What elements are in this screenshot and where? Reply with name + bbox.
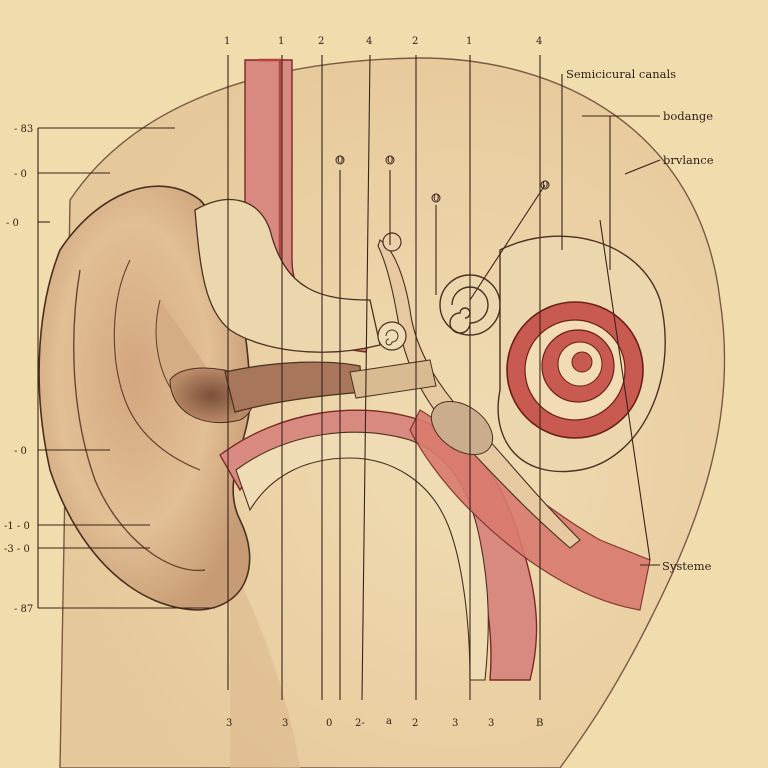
small-spiral-middle-curl <box>385 329 399 346</box>
left-label-3: - 0 <box>6 218 19 229</box>
label-bodange: bodange <box>663 109 713 123</box>
inner-markers <box>335 155 550 203</box>
lower-bone-arch <box>235 431 489 681</box>
left-label-4: - 0 <box>14 446 27 457</box>
bottom-label-2: 3 <box>282 718 288 729</box>
top-label-1: 1 <box>224 36 230 47</box>
top-label-7: 4 <box>536 36 542 47</box>
bottom-label-9: B <box>536 718 543 729</box>
small-ossicle-knob <box>382 232 402 252</box>
inner-label-3: 0 <box>433 193 439 204</box>
label-systeme: Systeme <box>662 559 712 573</box>
top-label-3: 2 <box>318 36 324 47</box>
right-leader-lines <box>561 74 661 566</box>
temporal-bone-upper <box>194 198 381 353</box>
left-label-2: - 0 <box>14 169 27 180</box>
inner-label-4: 0 <box>542 180 548 191</box>
inner-label-2: 0 <box>387 155 393 166</box>
top-leader-lines <box>227 54 546 701</box>
bottom-label-7: 3 <box>452 718 458 729</box>
bottom-label-4: 2- <box>355 718 365 729</box>
bottom-label-3: 0 <box>326 718 332 729</box>
left-label-6: -3 - 0 <box>4 544 30 555</box>
left-leader-lines <box>37 127 215 609</box>
cochlea-center <box>571 351 593 373</box>
bottom-label-8: 3 <box>488 718 494 729</box>
left-label-5: -1 - 0 <box>4 521 30 532</box>
bottom-label-6: 2 <box>412 718 418 729</box>
top-label-4: 4 <box>366 36 372 47</box>
top-label-6: 1 <box>466 36 472 47</box>
bottom-label-5: a <box>386 716 392 727</box>
ear-helix-fold <box>73 269 206 572</box>
ear-inner-fold <box>113 259 201 471</box>
stapes-bone <box>349 359 437 399</box>
semicircular-spiral-curl <box>449 286 489 334</box>
neck-shadow <box>230 560 300 768</box>
left-label-1: - 83 <box>14 124 33 135</box>
small-spiral-middle <box>377 321 407 351</box>
label-brvlance: brvlance <box>663 153 714 167</box>
top-label-5: 2 <box>412 36 418 47</box>
top-label-2: 1 <box>278 36 284 47</box>
left-label-7: - 87 <box>14 604 33 615</box>
inner-label-1: 0 <box>337 155 343 166</box>
tympanic-membrane <box>430 400 494 456</box>
label-semicircular-canals: Semicicural canals <box>566 67 676 81</box>
outer-ear <box>38 185 251 611</box>
bottom-label-1: 3 <box>226 718 232 729</box>
